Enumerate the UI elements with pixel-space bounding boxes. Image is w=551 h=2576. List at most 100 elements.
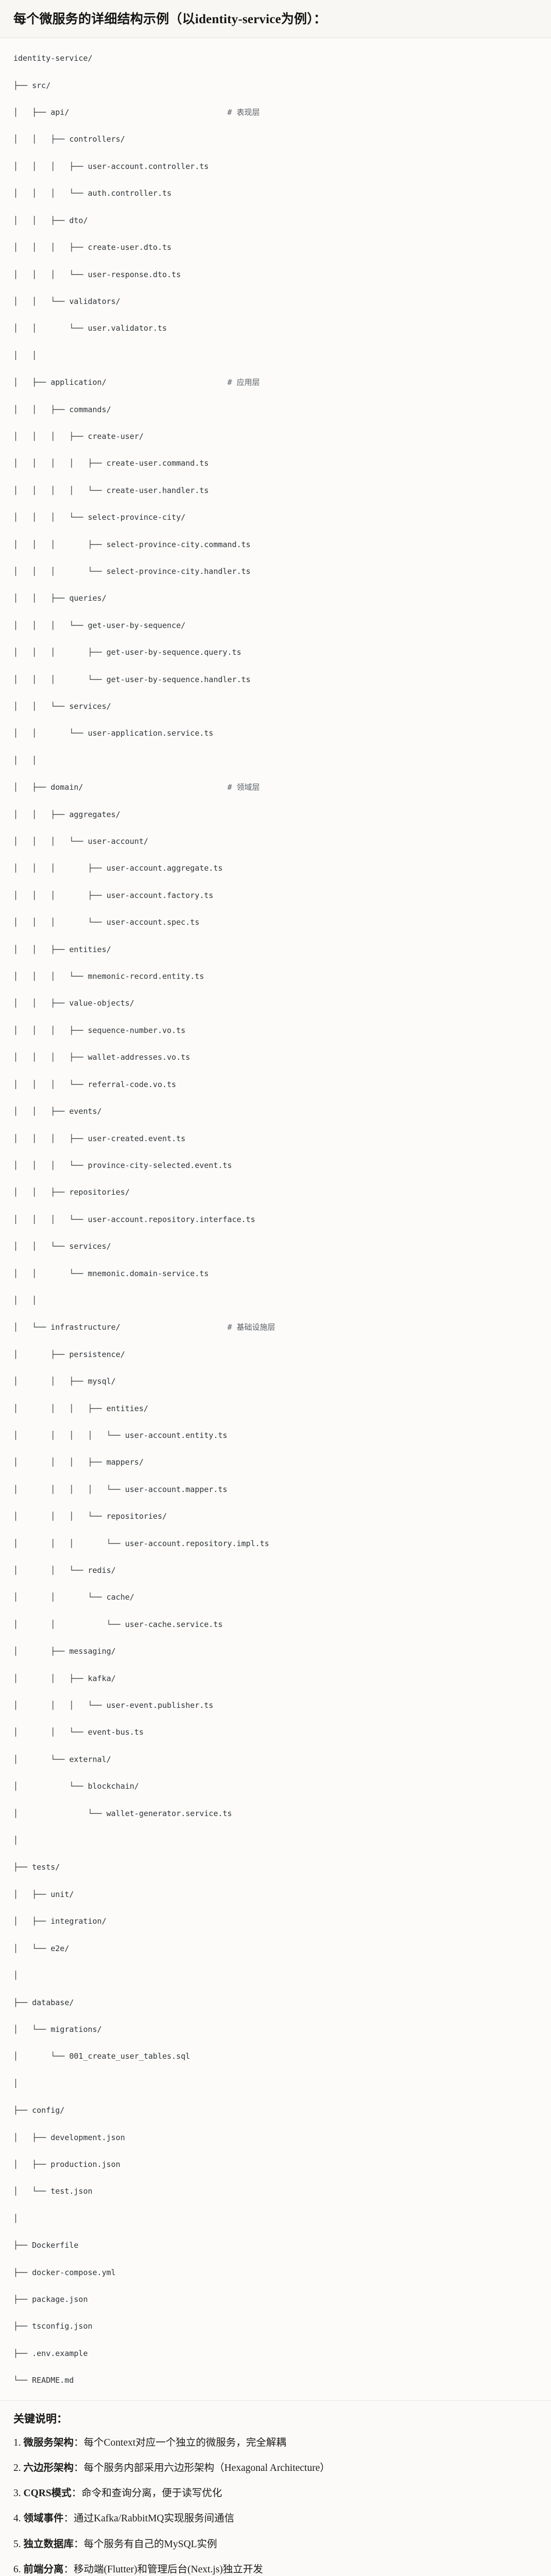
tree-line-text: │ │ ├── aggregates/ [13,809,120,819]
key-note-item: 2. 六边形架构：每个服务内部采用六边形架构（Hexagonal Archite… [13,2461,538,2476]
tree-line-text: │ │ │ ├── wallet-addresses.vo.ts [13,1053,191,1062]
tree-line-text: │ │ │ ├── select-province-city.command.t… [13,539,251,549]
tree-line-text: │ │ [13,1295,37,1305]
tree-line: │ │ │ ├── select-province-city.command.t… [13,538,539,551]
tree-line: │ [13,2212,539,2225]
tree-line: │ │ │ ├── create-user.dto.ts [13,241,539,254]
tree-line: │ │ ├── events/ [13,1105,539,1118]
tree-line-text: │ ├── persistence/ [13,1349,125,1359]
tree-line: │ │ ├── commands/ [13,403,539,416]
tree-line-text: │ └── e2e/ [13,1943,70,1953]
directory-tree-code-block: identity-service/ ├── src/ │ ├── api/ # … [0,38,551,2401]
key-note-term: CQRS模式 [23,2488,72,2499]
key-note-number: 6. [13,2564,24,2575]
tree-line: │ ├── application/ # 应用层 [13,376,539,389]
tree-line-text: │ │ │ ├── sequence-number.vo.ts [13,1025,186,1035]
key-note-item: 3. CQRS模式：命令和查询分离，便于读写优化 [13,2486,538,2501]
tree-line: │ ├── persistence/ [13,1348,539,1361]
tree-line: │ │ │ └── auth.controller.ts [13,187,539,200]
tree-line-text: │ │ │ └── province-city-selected.event.t… [13,1160,232,1170]
key-note-separator: ： [74,2437,84,2448]
tree-line: │ │ │ └── mnemonic-record.entity.ts [13,970,539,983]
tree-line-text: │ │ └── event-bus.ts [13,1727,144,1737]
tree-line: │ ├── api/ # 表现层 [13,106,539,119]
tree-line: │ │ │ │ ├── create-user.command.ts [13,456,539,470]
tree-line: │ │ ├── controllers/ [13,132,539,146]
tree-line-text: ├── package.json [13,2294,88,2304]
tree-line-text: │ └── external/ [13,1754,111,1764]
tree-line-gap [107,378,228,387]
key-note-item: 6. 前端分离：移动端(Flutter)和管理后台(Next.js)独立开发 [13,2563,538,2576]
tree-line: │ │ ├── repositories/ [13,1185,539,1199]
tree-line-text: │ ├── api/ [13,108,70,117]
tree-line-text: │ │ [13,350,37,360]
tree-line-text: │ │ │ ├── get-user-by-sequence.query.ts [13,648,242,657]
tree-line-text: │ │ │ └── get-user-by-sequence.handler.t… [13,674,251,684]
tree-line-text: │ │ │ └── user-response.dto.ts [13,269,181,279]
tree-line: │ │ │ ├── entities/ [13,1402,539,1415]
tree-line: │ │ │ └── get-user-by-sequence.handler.t… [13,673,539,686]
tree-line-text: │ └── blockchain/ [13,1782,139,1791]
tree-line-text: identity-service/ [13,54,93,63]
tree-line: │ │ └── user-application.service.ts [13,726,539,740]
tree-line-text: │ │ │ └── referral-code.vo.ts [13,1079,177,1089]
key-note-separator: ： [71,2488,82,2499]
tree-line-text: │ │ │ └── get-user-by-sequence/ [13,620,186,630]
tree-line-text: │ │ └── user-cache.service.ts [13,1619,223,1629]
tree-line-text: │ │ │ ├── user-account.aggregate.ts [13,863,223,873]
tree-line-text: │ │ │ │ └── create-user.handler.ts [13,485,209,495]
tree-line: │ │ └── redis/ [13,1564,539,1577]
directory-tree: identity-service/ ├── src/ │ ├── api/ # … [13,52,539,2387]
tree-line: │ └── infrastructure/ # 基础设施层 [13,1320,539,1334]
tree-line: │ │ └── user-cache.service.ts [13,1618,539,1631]
tree-line-text: │ │ └── redis/ [13,1566,116,1575]
tree-line: identity-service/ [13,52,539,65]
tree-line-comment: # 应用层 [227,378,260,387]
tree-line-text: │ │ │ ├── mappers/ [13,1458,144,1467]
tree-line-text: │ │ │ └── select-province-city.handler.t… [13,566,251,576]
tree-line: │ ├── messaging/ [13,1645,539,1658]
tree-line: │ └── 001_create_user_tables.sql [13,2049,539,2063]
key-note-description: 每个Context对应一个独立的微服务，完全解耦 [83,2437,286,2448]
tree-line-text: │ │ │ ├── create-user/ [13,431,144,441]
key-note-description: 每个服务有自己的MySQL实例 [83,2538,217,2550]
tree-line: │ │ │ └── repositories/ [13,1510,539,1523]
tree-line-text: │ │ [13,755,37,765]
tree-line-text: │ ├── production.json [13,2159,120,2169]
key-note-term: 前端分离 [23,2564,64,2575]
tree-line-gap [83,783,227,792]
tree-line: │ │ │ ├── wallet-addresses.vo.ts [13,1050,539,1064]
tree-line: │ │ [13,1294,539,1307]
tree-line: ├── database/ [13,1996,539,2009]
tree-line-text: │ │ │ ├── entities/ [13,1403,148,1413]
tree-line: │ │ ├── dto/ [13,214,539,227]
key-note-term: 微服务架构 [23,2437,74,2448]
tree-line-text: │ └── 001_create_user_tables.sql [13,2052,191,2061]
tree-line: │ [13,1834,539,1847]
tree-line: │ │ │ └── select-province-city/ [13,511,539,524]
tree-line-text: ├── src/ [13,80,51,90]
key-note-description: 移动端(Flutter)和管理后台(Next.js)独立开发 [74,2564,263,2575]
tree-line: │ │ ├── value-objects/ [13,996,539,1010]
tree-line-text: │ ├── development.json [13,2132,125,2142]
tree-line: │ │ │ └── select-province-city.handler.t… [13,565,539,578]
tree-line-text: │ │ │ └── user-account.spec.ts [13,918,200,927]
tree-line-text: │ │ ├── repositories/ [13,1188,130,1197]
tree-line-text: │ │ └── mnemonic.domain-service.ts [13,1268,209,1278]
tree-line: │ │ └── event-bus.ts [13,1725,539,1739]
tree-line-text: │ │ │ ├── user-created.event.ts [13,1133,186,1143]
tree-line-text: │ ├── messaging/ [13,1647,116,1656]
tree-line: │ └── external/ [13,1753,539,1766]
tree-line: │ │ [13,754,539,767]
tree-line-text: │ ├── integration/ [13,1917,107,1926]
tree-line: │ └── wallet-generator.service.ts [13,1807,539,1820]
tree-line: │ │ └── user.validator.ts [13,321,539,335]
tree-line-text: │ [13,1836,19,1845]
tree-line: │ │ │ ├── user-created.event.ts [13,1132,539,1145]
tree-line-text: │ │ ├── mysql/ [13,1377,116,1386]
tree-line: │ │ │ │ └── user-account.entity.ts [13,1429,539,1442]
tree-line-text: │ │ │ │ └── user-account.entity.ts [13,1430,228,1440]
tree-line: ├── Dockerfile [13,2239,539,2252]
key-note-description: 命令和查询分离，便于读写优化 [81,2488,222,2499]
